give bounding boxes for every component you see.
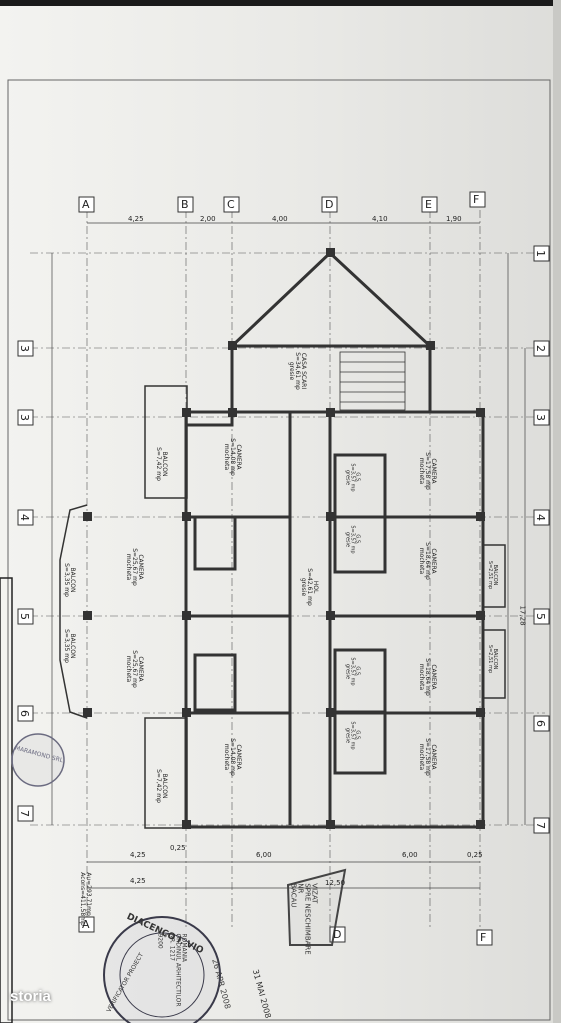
axis-label-a-top: A [82,198,90,211]
dim-bottom-2: 0,25 [170,844,186,852]
axis-label-e-top: E [425,198,432,211]
room-finish: mocheta [417,663,425,691]
room-finish: mocheta [222,743,230,771]
axis-label-d-bottom: D [333,928,342,941]
room-finish: mocheta [417,457,425,485]
stamp-inner-text: ROMANIA ORDINUL ARHITECTILOR NR. 1217 C … [156,933,188,1006]
photo-top-edge [0,0,561,6]
grid-axis-lines [30,210,545,930]
balconies [59,385,506,829]
axis-number-2: 2 [534,345,547,352]
room-area: S=7,42 mp [154,447,162,481]
axis-number-3: 3 [534,414,547,421]
structural-columns [83,248,485,829]
dim-overall-length: 17,28 [518,605,527,626]
axis-label-a-bottom: A [82,918,90,931]
axis-number-7-left: 7 [18,810,31,817]
axis-label-d-top: D [325,198,334,211]
room-area: S=3,35 mp [62,563,70,597]
room-finish: mocheta [222,443,230,471]
axis-label-b-top: B [181,198,189,211]
dim-top-3: 4,00 [272,215,288,223]
axis-number-4-left: 4 [18,514,31,521]
dim-top-5: 1,90 [446,215,462,223]
sheet-border [7,79,551,1021]
approval-line: SPRE NESCHIMBARE [303,883,312,955]
approval-line: VIZAT [310,883,319,904]
dim-bottom-4: 6,00 [402,851,418,859]
dim-top-4: 4,10 [372,215,388,223]
axis-label-f-bottom: F [480,931,487,944]
axis-number-6-left: 6 [18,710,31,717]
approval-line: BACAU [289,883,298,908]
room-area: S=7,42 mp [154,769,162,803]
axis-number-4: 4 [534,514,547,521]
axis-number-6: 6 [534,720,547,727]
axis-label-f-top: F [473,193,480,206]
axis-number-3-left: 3 [18,345,31,352]
room-finish: mocheta [417,547,425,575]
room-finish: mocheta [417,743,425,771]
dim-overall-width: 12,50 [325,879,346,887]
dimension-lines [51,222,526,889]
axis-label-c-top: C [227,198,235,211]
totals: Au=293,71mp Acons=411,58mp [78,872,92,926]
room-finish: mocheta [124,655,132,683]
approval-stamp-text: VIZAT SPRE NESCHIMBARE NR BACAU [289,883,319,955]
axis-number-1: 1 [534,250,547,257]
room-finish: mocheta [124,553,132,581]
axis-number-5-left: 5 [18,613,31,620]
dim-top-2: 2,00 [200,215,216,223]
room-area: S=3,35 mp [62,629,70,663]
dim-bottom-3: 6,00 [256,851,272,859]
axis-number-5: 5 [534,613,547,620]
stamp-line: 9200 [156,933,164,949]
room-area: S=2,51 mp [487,644,494,674]
title-block-edge [0,577,13,1023]
dim-bottom-5: 0,25 [467,851,483,859]
dim-top-1: 4,25 [128,215,144,223]
dim-bottom-1: 4,25 [130,851,146,859]
dim-bottom-6: 4,25 [130,877,146,885]
verifier-stamp [103,916,221,1023]
company-stamp [11,733,65,787]
approval-line: NR [296,883,305,894]
axis-markers [17,191,550,946]
staircase [339,351,406,411]
axis-number-7: 7 [534,822,547,829]
room-area: S=2,51 mp [487,560,494,590]
approval-stamp-frame [286,868,347,946]
axis-number-3b-left: 3 [18,414,31,421]
photo-right-edge [553,0,561,1023]
total-built-area: Acons=411,58mp [78,872,86,926]
storia-watermark: storia [10,988,51,1005]
